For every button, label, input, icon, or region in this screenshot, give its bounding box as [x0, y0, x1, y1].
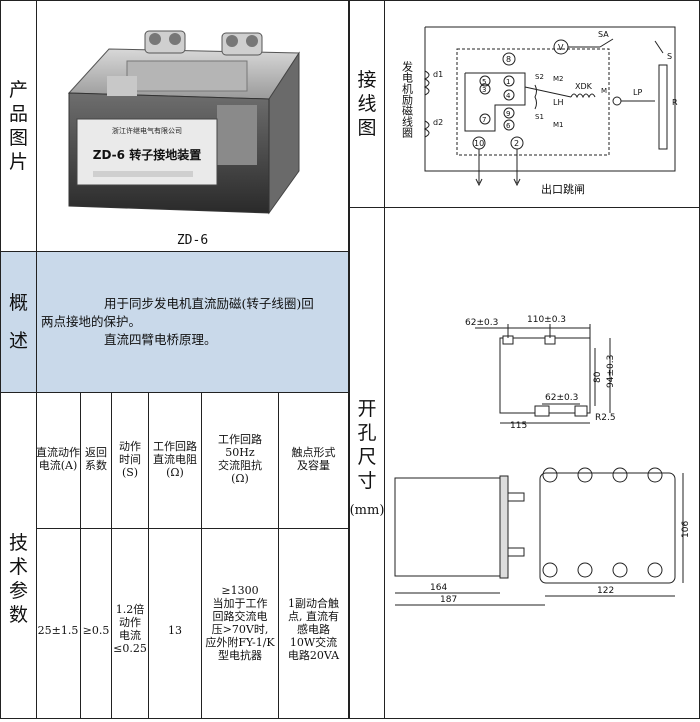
- terminal-3: 3: [482, 86, 486, 94]
- dim-187: 187: [440, 595, 457, 605]
- cutout-label: 开 孔 尺 寸 (mm): [349, 398, 385, 520]
- nameplate-brand: 浙江许继电气有限公司: [112, 126, 182, 135]
- tech-label-char: 术: [8, 555, 28, 578]
- tech-params-label: 技 术 参 数: [1, 393, 36, 718]
- photo-caption: ZD-6: [176, 233, 209, 248]
- label-m: M: [601, 87, 607, 95]
- cutout-label-char: 寸: [357, 470, 377, 492]
- label-s1: S1: [535, 113, 544, 121]
- product-label-char: 品: [8, 103, 28, 125]
- nameplate-title: ZD-6 转子接地装置: [93, 147, 201, 162]
- coil-label: 发电机励磁线圈: [401, 60, 414, 139]
- header-cell: 动作时间(S): [119, 440, 141, 479]
- terminal-4: 4: [506, 92, 511, 100]
- label-d1: d1: [433, 70, 443, 79]
- trip-output-label: 出口跳闸: [541, 182, 585, 196]
- label-s2: S2: [535, 73, 544, 81]
- dim-94: 94±0.3: [606, 355, 616, 388]
- terminal-8: 8: [506, 55, 511, 64]
- terminal-9: 9: [506, 110, 510, 118]
- overview-label-char: 概: [8, 292, 28, 314]
- label-m2: M2: [553, 75, 564, 83]
- label-d2: d2: [433, 118, 443, 127]
- value-cell: 13: [168, 624, 182, 637]
- wiring-diagram-label: 接 线 图: [350, 1, 384, 207]
- dim-62-bottom: 62±0.3: [545, 393, 578, 403]
- cutout-unit: (mm): [349, 503, 385, 518]
- dim-164: 164: [430, 583, 447, 593]
- cutout-drawing: 62±0.3 110±0.3 80 94±0.3 62±0.3 R2.5 115…: [385, 208, 699, 718]
- header-cell: 返回系数: [85, 446, 107, 472]
- label-xdk: XDK: [575, 82, 593, 91]
- overview-line: 两点接地的保护。: [41, 314, 142, 329]
- product-photo: 浙江许继电气有限公司 ZD-6 转子接地装置: [37, 1, 348, 231]
- terminal-10: 10: [474, 139, 484, 148]
- wiring-label-char: 接: [357, 69, 377, 91]
- overview-label: 概 述: [1, 252, 36, 392]
- dim-62-top: 62±0.3: [465, 318, 498, 328]
- cutout-label-char: 开: [357, 398, 377, 420]
- terminal-7: 7: [482, 116, 486, 124]
- product-image-label: 产 品 图 片: [1, 1, 36, 251]
- dim-115: 115: [510, 421, 527, 431]
- label-s: S: [667, 52, 672, 61]
- product-label-char: 产: [8, 79, 28, 101]
- overview-text: 用于同步发电机直流励磁(转子线圈)回 两点接地的保护。 直流四臂电桥原理。: [37, 252, 348, 392]
- terminal-1: 1: [506, 78, 510, 86]
- dim-80: 80: [593, 371, 603, 383]
- value-cell: 25±1.5: [37, 624, 79, 637]
- product-label-char: 片: [8, 151, 28, 173]
- label-lh: LH: [553, 98, 563, 107]
- cutout-label-char: 尺: [357, 446, 377, 468]
- overview-line: 直流四臂电桥原理。: [104, 332, 217, 347]
- label-r: R: [672, 98, 678, 107]
- overview-label-char: 述: [8, 330, 28, 352]
- product-label-char: 图: [8, 127, 28, 149]
- label-lp: LP: [633, 88, 642, 97]
- tech-label-char: 参: [8, 579, 28, 602]
- header-cell: 直流动作电流(A): [36, 446, 80, 472]
- dim-110: 110±0.3: [527, 315, 566, 325]
- label-sa: SA: [598, 30, 609, 39]
- terminal-2: 2: [514, 139, 519, 148]
- terminal-5: 5: [482, 78, 486, 86]
- overview-line: 用于同步发电机直流励磁(转子线圈)回: [104, 296, 314, 311]
- label-m1: M1: [553, 121, 564, 129]
- dim-122: 122: [597, 586, 614, 596]
- dim-r25: R2.5: [595, 413, 616, 423]
- terminal-6: 6: [506, 122, 511, 130]
- wiring-label-char: 线: [357, 93, 377, 115]
- header-cell: 触点形式及容量: [291, 446, 336, 472]
- value-cell: 1.2倍动作电流≤0.25: [113, 603, 147, 655]
- wiring-label-char: 图: [357, 117, 377, 139]
- dim-106: 106: [681, 521, 691, 538]
- value-cell: ≥0.5: [82, 624, 110, 637]
- tech-label-char: 技: [8, 531, 28, 554]
- cutout-label-char: 孔: [357, 422, 377, 444]
- label-v: V: [558, 43, 564, 52]
- wiring-diagram: 发电机励磁线圈 d1 d2 V SA S R XDK M LP LH S2 M2…: [385, 1, 699, 207]
- tech-label-char: 数: [8, 603, 28, 626]
- header-cell: 工作回路直流电阻(Ω): [153, 440, 197, 479]
